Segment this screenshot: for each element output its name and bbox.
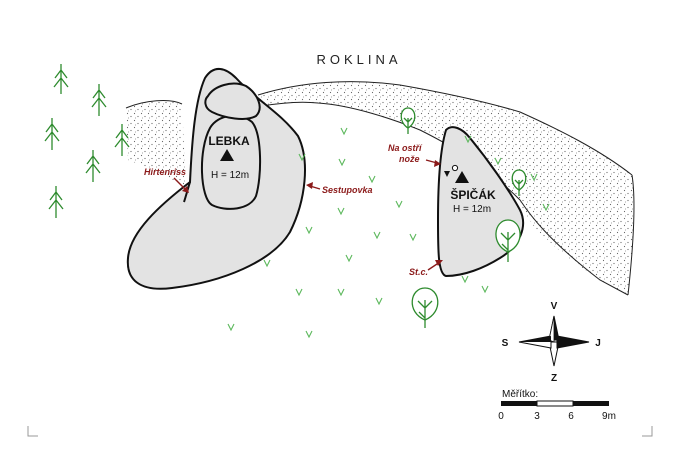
grass-tuft-icon xyxy=(295,288,303,297)
scale-tick-9: 9m xyxy=(602,411,616,422)
conifer-tree-icon xyxy=(53,64,69,94)
ravine-slope-left xyxy=(126,100,186,190)
grass-tuft-icon xyxy=(227,323,235,332)
ravine-edge-left xyxy=(125,100,183,109)
area-label: ROKLINA xyxy=(316,52,401,67)
route-sestupovka-arrowhead-icon xyxy=(306,182,313,189)
descent-arrow-icon xyxy=(444,171,450,177)
deciduous-tree-icon xyxy=(511,169,527,196)
grass-tuft-icon xyxy=(461,275,469,284)
ravine-edge-right xyxy=(627,174,635,296)
route-st-c[interactable]: St.c. xyxy=(409,260,443,277)
grass-tuft-icon xyxy=(464,135,472,144)
grass-tuft-icon xyxy=(305,226,313,235)
deciduous-trees xyxy=(400,107,527,328)
grass-tuft-icon xyxy=(494,157,502,166)
crop-marks xyxy=(27,426,653,437)
ravine-slope-upper xyxy=(258,81,635,295)
compass-north-label: V xyxy=(551,301,558,312)
compass-east-label: J xyxy=(595,338,601,349)
grass-tuft-icon xyxy=(298,153,306,162)
route-sestupovka[interactable]: Sestupovka xyxy=(306,182,373,195)
grass-tuft-icon xyxy=(337,288,345,297)
grass-tufts xyxy=(227,127,550,339)
conifer-tree-icon xyxy=(44,118,60,150)
conifer-trees xyxy=(44,64,130,218)
conifer-tree-icon xyxy=(85,150,101,182)
route-hirtenriss-label: Hirtenriss xyxy=(144,167,186,177)
spicak-summit-marker-icon xyxy=(455,171,469,183)
route-na-ostri-noze[interactable]: Na ostří nože xyxy=(388,143,441,167)
scale-bar: Měřítko: 0 3 6 9m xyxy=(498,389,616,422)
conifer-tree-icon xyxy=(91,84,107,116)
compass-rose: V Z S J xyxy=(502,301,601,384)
lebka-summit-marker-icon xyxy=(220,149,234,161)
grass-tuft-icon xyxy=(263,259,271,268)
deciduous-tree-icon xyxy=(411,287,439,328)
rock-spicak-height: H = 12m xyxy=(453,204,491,215)
compass-south-label: Z xyxy=(551,373,557,384)
grass-tuft-icon xyxy=(345,254,353,263)
rock-lebka-top-block xyxy=(204,82,261,120)
rock-lebka-name: LEBKA xyxy=(208,134,250,148)
grass-tuft-icon xyxy=(373,231,381,240)
scale-segment-2 xyxy=(536,400,574,407)
conifer-tree-icon xyxy=(114,124,130,156)
compass-east-point xyxy=(556,335,590,349)
route-na-ostri-noze-label-1: Na ostří xyxy=(388,143,423,153)
deciduous-tree-icon xyxy=(495,219,521,262)
route-st-c-label: St.c. xyxy=(409,267,428,277)
grass-tuft-icon xyxy=(337,207,345,216)
scale-segment-3 xyxy=(573,401,609,406)
compass-west-label: S xyxy=(502,338,509,349)
route-hirtenriss[interactable]: Hirtenriss xyxy=(144,167,189,193)
rock-spicak-name: ŠPIČÁK xyxy=(450,187,496,202)
scale-title: Měřítko: xyxy=(502,389,538,400)
scale-segment-1 xyxy=(501,401,537,406)
compass-west-half xyxy=(519,336,551,342)
grass-tuft-icon xyxy=(340,127,348,136)
grass-tuft-icon xyxy=(530,173,538,182)
grass-tuft-icon xyxy=(542,203,550,212)
rock-lebka-height: H = 12m xyxy=(211,170,249,181)
scale-tick-3: 3 xyxy=(534,411,540,422)
route-na-ostri-noze-label-2: nože xyxy=(399,154,420,164)
deciduous-tree-icon xyxy=(400,107,416,134)
route-sestupovka-label: Sestupovka xyxy=(322,185,373,195)
scale-tick-0: 0 xyxy=(498,411,504,422)
conifer-tree-icon xyxy=(48,186,64,218)
grass-tuft-icon xyxy=(481,285,489,294)
route-st-c-arrowhead-icon xyxy=(435,260,443,266)
grass-tuft-icon xyxy=(368,175,376,184)
scale-tick-6: 6 xyxy=(568,411,574,422)
ravine-edge-upper xyxy=(257,81,633,176)
rappel-anchor-icon xyxy=(451,164,459,172)
grass-tuft-icon xyxy=(395,200,403,209)
grass-tuft-icon xyxy=(305,330,313,339)
route-na-ostri-noze-arrowhead-icon xyxy=(434,160,441,167)
grass-tuft-icon xyxy=(338,158,346,167)
route-hirtenriss-arrow-icon xyxy=(173,177,187,191)
rock-lebka-summit xyxy=(201,114,262,210)
compass-north-half xyxy=(548,315,555,343)
route-hirtenriss-arrowhead-icon xyxy=(182,186,189,193)
ravine-edge-lower xyxy=(261,101,629,296)
grass-tuft-icon xyxy=(409,233,417,242)
grass-tuft-icon xyxy=(375,297,383,306)
rock-lebka[interactable]: LEBKA H = 12m xyxy=(126,68,306,290)
